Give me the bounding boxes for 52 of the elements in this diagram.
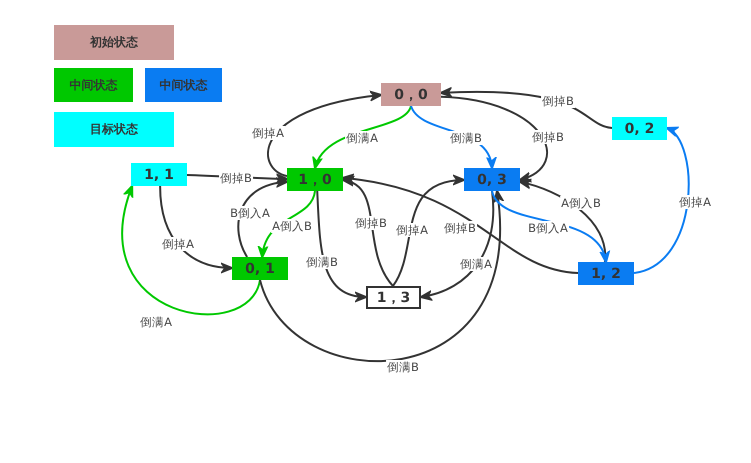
edge-label: 倒满A [139,315,173,329]
state-label: 0, 2 [624,120,654,136]
arrow [392,176,466,287]
edge-label: 倒掉B [531,130,565,144]
edge-label: 倒掉A [395,223,429,237]
edge-label: 倒掉B [219,171,253,185]
state-box [578,262,634,285]
state-label: 0，0 [394,86,428,104]
edge-label: 倒满B [305,255,339,269]
state-box [131,163,187,186]
state-label: 1, 2 [591,266,621,282]
arrow [440,96,548,182]
edge-label: 倒掉B [354,216,388,230]
state-box [287,168,343,191]
edge-label: 倒掉B [443,221,477,235]
edge-label: 倒满A [459,257,493,271]
arrow [634,126,690,274]
arrow [491,190,608,264]
arrow [122,184,261,316]
edge-label: B倒入A [527,221,569,235]
edge-label: B倒入A [229,206,271,220]
edge-label: 倒满A [345,131,379,145]
state-box [464,168,520,191]
edge-label: 倒满B [386,360,420,374]
legend-label: 初始状态 [90,34,138,51]
arrow [316,190,368,302]
edge-label: A倒入B [271,219,313,233]
edge-label: 倒掉B [541,94,575,108]
edge-label: 倒掉A [678,195,712,209]
arrow [341,174,578,274]
arrow [314,106,412,170]
legend-label: 目标状态 [90,121,138,138]
state-box [232,257,288,280]
edge-label: 倒掉A [251,126,285,140]
arrow [259,189,504,362]
state-box [381,83,441,106]
state-label: 1, 1 [144,166,174,182]
state-box [612,117,667,140]
state-label: 1，3 [376,288,410,306]
state-label: 1，0 [298,170,332,188]
arrow [419,190,494,300]
arrow [237,178,289,258]
legend-label: 中间状态 [70,76,118,94]
edge-label: 倒满B [449,131,483,145]
edge-label: 倒掉A [161,237,195,251]
arrow [267,91,383,177]
state-label: 0, 3 [477,172,507,188]
state-box [366,286,421,309]
state-label: 0, 1 [245,260,275,276]
legend-label: 中间状态 [160,76,208,94]
edge-label: A倒入B [560,196,602,210]
arrow [341,178,394,287]
